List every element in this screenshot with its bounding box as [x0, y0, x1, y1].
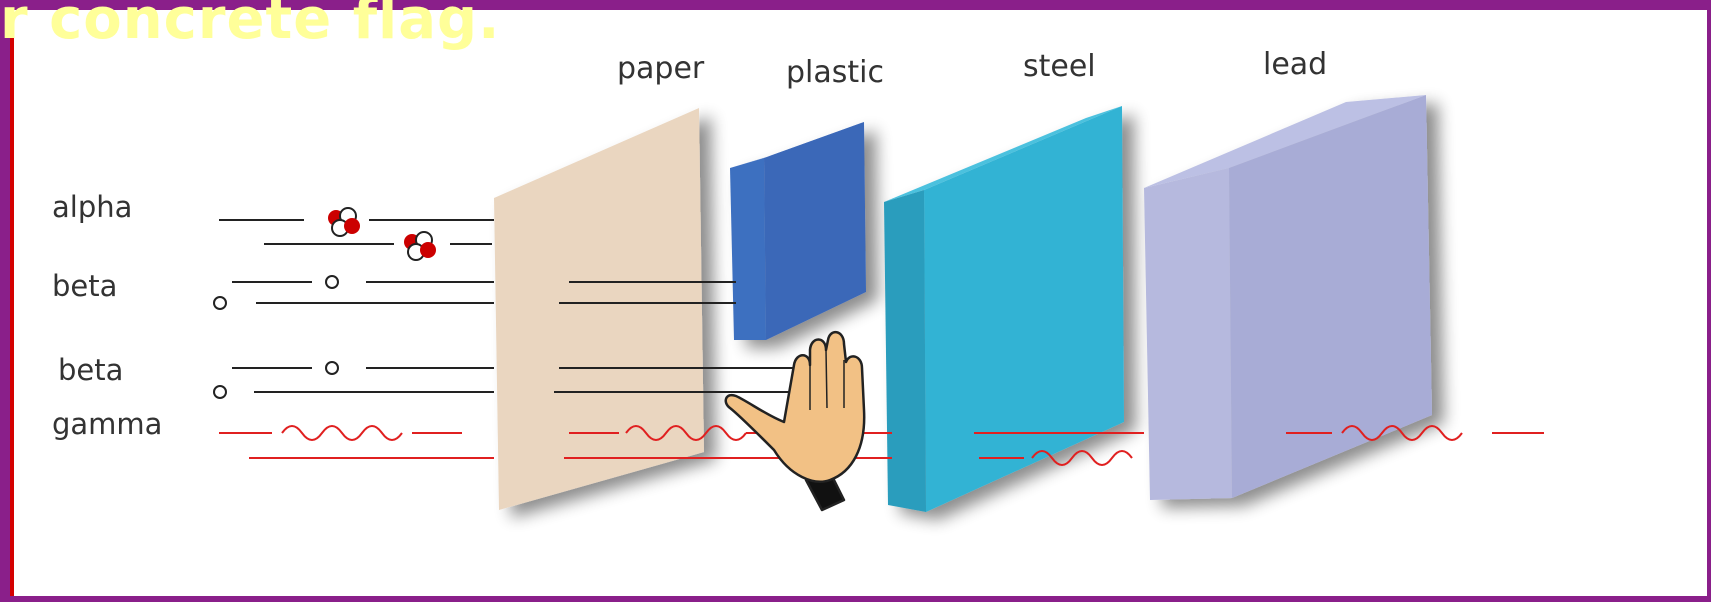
lead-label: lead [1263, 47, 1327, 82]
plastic-barrier [730, 122, 866, 340]
alpha-rays [219, 219, 494, 245]
paper-label: paper [617, 51, 705, 86]
alpha-label: alpha [52, 190, 132, 224]
beta-rays-1 [232, 281, 736, 304]
beta-particle-icon [325, 361, 339, 375]
alpha-particle-icon [328, 207, 360, 237]
hand-icon [724, 331, 866, 512]
alpha-particle-icon [404, 231, 436, 261]
slide-title-fragment: r concrete flag. [0, 0, 501, 52]
steel-barrier [884, 106, 1124, 512]
paper-barrier [494, 108, 704, 510]
gamma-label: gamma [52, 407, 162, 441]
beta-particle-icon [213, 296, 227, 310]
beta-rays-2 [232, 367, 814, 393]
radiation-penetration-diagram: paper plastic steel lead alpha beta beta… [52, 47, 1544, 512]
steel-label: steel [1023, 49, 1096, 84]
beta-label-2: beta [58, 353, 123, 387]
lead-barrier [1144, 95, 1432, 500]
beta-particle-icon [325, 275, 339, 289]
plastic-label: plastic [786, 55, 884, 90]
beta-particle-icon [213, 385, 227, 399]
beta-label-1: beta [52, 269, 117, 303]
